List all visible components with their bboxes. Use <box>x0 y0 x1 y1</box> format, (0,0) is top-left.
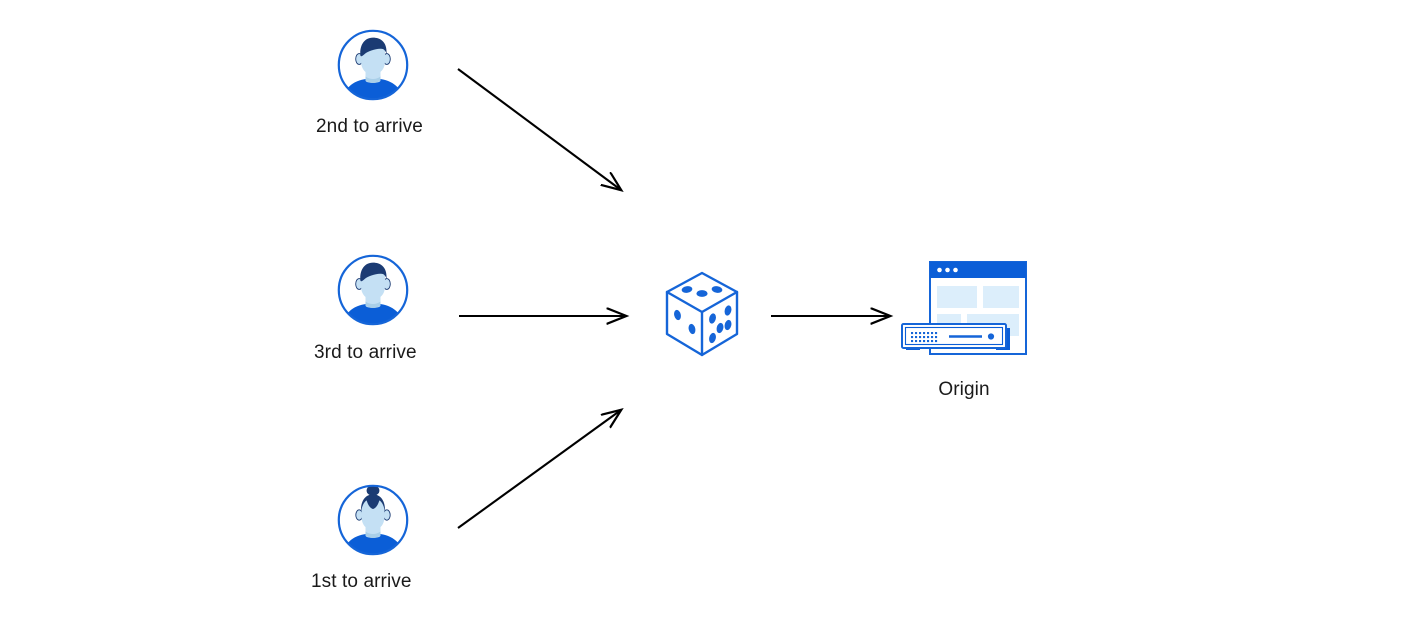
user-avatar-icon <box>337 29 409 101</box>
origin-node[interactable] <box>898 258 1027 356</box>
client-label-3rd: 3rd to arrive <box>314 342 417 363</box>
client-node-2nd[interactable] <box>336 28 410 102</box>
server-appliance-part <box>901 323 1010 350</box>
client-node-1st[interactable] <box>336 483 410 557</box>
client-label-1st: 1st to arrive <box>311 571 412 592</box>
user-avatar-icon <box>337 254 409 326</box>
origin-server-icon <box>901 261 1027 355</box>
randomizer-node[interactable] <box>658 268 746 364</box>
origin-label: Origin <box>938 379 990 400</box>
client-node-3rd[interactable] <box>336 253 410 327</box>
user-avatar-bun-icon <box>337 484 409 556</box>
dice-icon <box>665 271 739 357</box>
client-label-2nd: 2nd to arrive <box>316 116 423 137</box>
arrow-1st-to-dice <box>457 410 621 529</box>
